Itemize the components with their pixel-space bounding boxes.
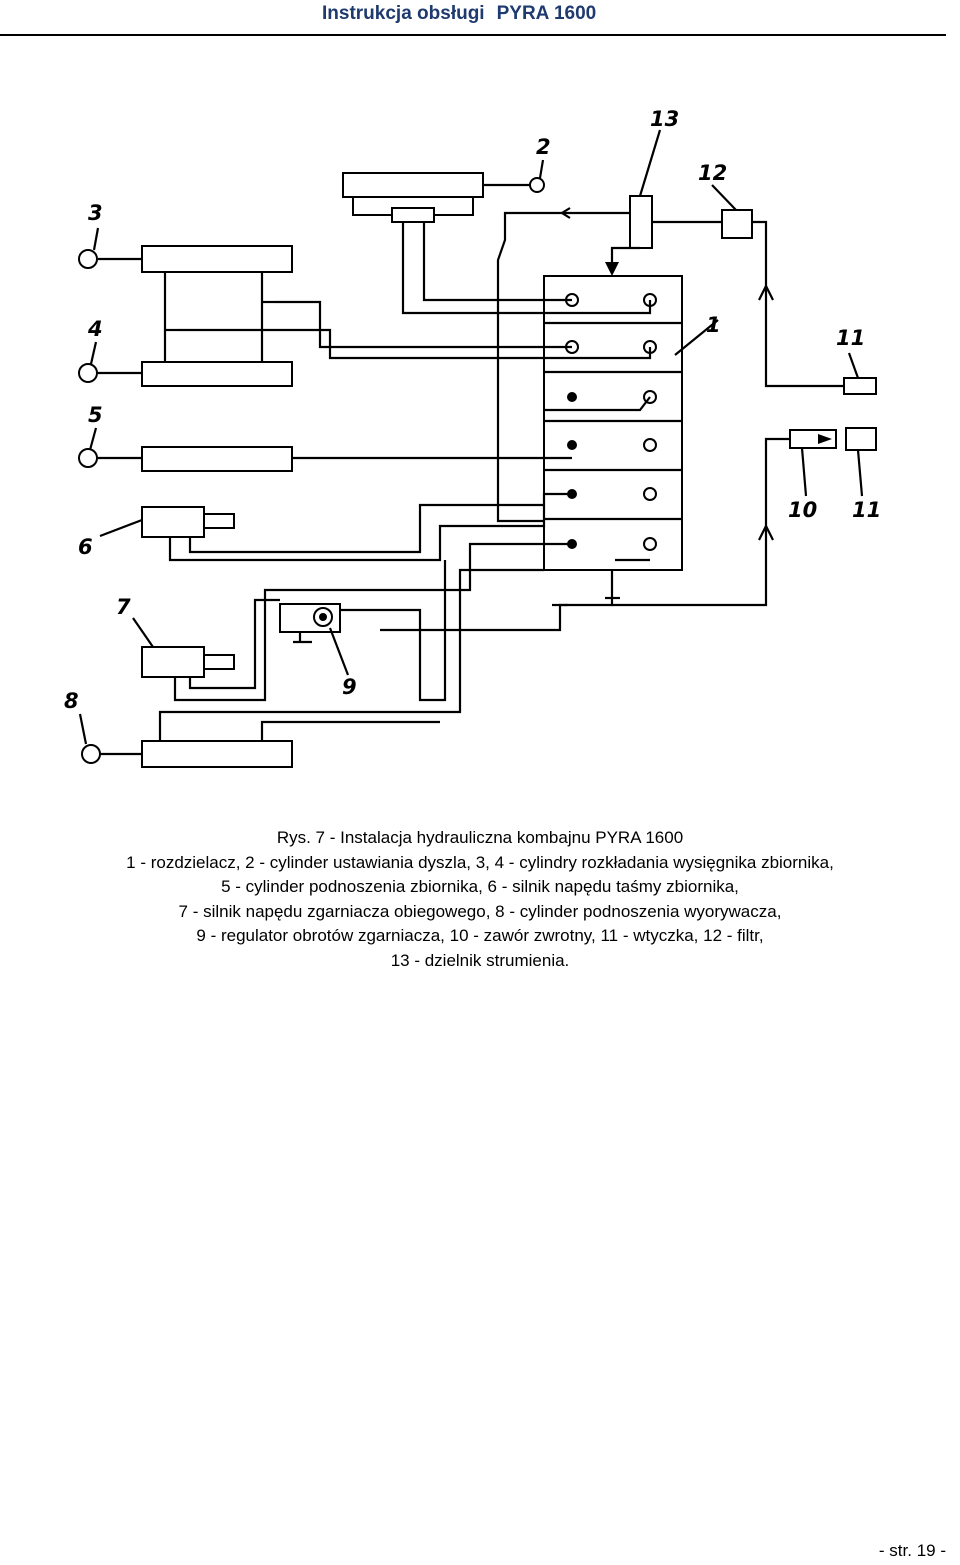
hydraulic-diagram: 1 2 3 4 5 6 7 8 9 10 11 11 12 13 bbox=[64, 107, 881, 768]
cylinder-5 bbox=[78, 446, 293, 472]
header-title: Instrukcja obsługi PYRA 1600 bbox=[322, 3, 608, 25]
label-7: 7 bbox=[116, 595, 131, 619]
label-1: 1 bbox=[706, 313, 721, 337]
caption-title: Rys. 7 - Instalacja hydrauliczna kombajn… bbox=[276, 828, 684, 847]
cylinder-3 bbox=[78, 245, 293, 273]
distributor-1 bbox=[543, 275, 683, 571]
header-rule bbox=[0, 34, 946, 36]
label-8: 8 bbox=[64, 689, 79, 713]
caption-line: 13 - dzielnik strumienia. bbox=[390, 950, 570, 970]
label-11-lower: 11 bbox=[852, 498, 881, 522]
hydraulic-lines bbox=[158, 207, 844, 741]
label-10: 10 bbox=[788, 498, 817, 522]
label-5: 5 bbox=[88, 403, 103, 427]
caption-line: 7 - silnik napędu zgarniacza obiegowego,… bbox=[178, 901, 782, 921]
figure-caption: Rys. 7 - Instalacja hydrauliczna kombajn… bbox=[30, 826, 930, 974]
caption-line: 9 - regulator obrotów zgarniacza, 10 - z… bbox=[196, 926, 764, 946]
label-13: 13 bbox=[650, 107, 679, 131]
label-12: 12 bbox=[698, 161, 727, 185]
diagram-labels: 1 2 3 4 5 6 7 8 9 10 11 11 12 13 bbox=[64, 107, 881, 713]
page-number: - str. 19 - bbox=[878, 1541, 946, 1560]
label-11-upper: 11 bbox=[836, 326, 865, 350]
label-4: 4 bbox=[87, 317, 103, 341]
cylinder-4 bbox=[78, 361, 293, 387]
regulator-9 bbox=[279, 603, 341, 644]
leader-lines bbox=[78, 129, 864, 745]
label-6: 6 bbox=[78, 535, 93, 559]
label-9: 9 bbox=[342, 675, 357, 699]
check-valve-10 bbox=[789, 429, 837, 449]
motor-6 bbox=[141, 506, 235, 538]
cylinder-2 bbox=[342, 172, 545, 223]
flow-divider-13 bbox=[629, 195, 653, 249]
cylinder-8 bbox=[81, 740, 293, 768]
page-header: Instrukcja obsługi PYRA 1600 bbox=[0, 0, 960, 36]
caption-line: 5 - cylinder podnoszenia zbiornika, 6 - … bbox=[221, 877, 739, 897]
motor-7 bbox=[141, 646, 235, 678]
header-manual-title: Instrukcja obsługi bbox=[322, 3, 485, 24]
header-model: PYRA 1600 bbox=[496, 3, 597, 24]
filter-12 bbox=[721, 209, 753, 239]
plug-11-upper bbox=[843, 377, 877, 395]
label-2: 2 bbox=[536, 135, 551, 159]
caption-line: 1 - rozdzielacz, 2 - cylinder ustawiania… bbox=[126, 852, 834, 872]
label-3: 3 bbox=[88, 201, 103, 225]
plug-11-lower bbox=[845, 427, 877, 451]
